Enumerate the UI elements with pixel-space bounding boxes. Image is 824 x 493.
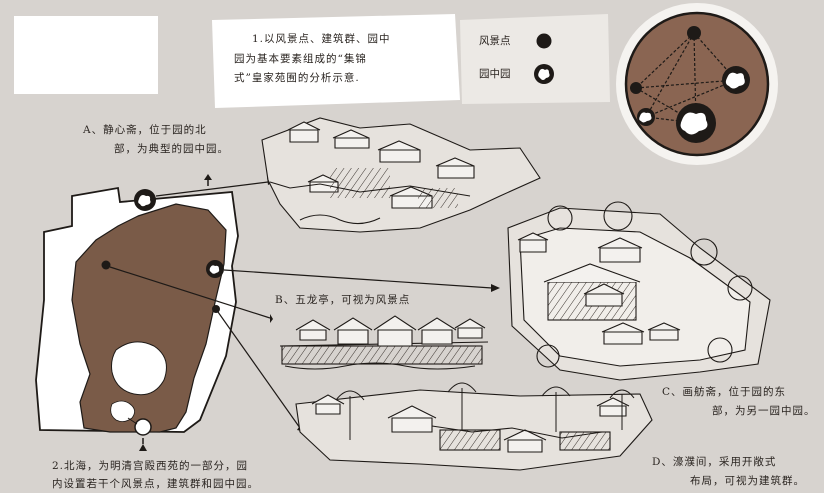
legend-scenic-point-label: 风景点 (479, 35, 511, 47)
footer-caption-line-1: 2.北海，为明清宫殿西苑的一部分，园 (52, 460, 249, 472)
header-caption-line-2: 园为基本要素组成的“集锦 (234, 53, 367, 65)
sketch-c-huafangzhai (507, 201, 771, 381)
annotation-b: B、五龙亭，可视为风景点 (275, 294, 411, 306)
footer-caption-line-2: 内设置若干个风景点，建筑群和园中园。 (52, 478, 259, 490)
beihai-site-plan (35, 174, 239, 451)
legend-paper (460, 14, 610, 104)
sketch-d-haopujian (295, 382, 653, 471)
legend-garden-label: 园中园 (479, 68, 511, 80)
annotation-c-line-2: 部，为另一园中园。 (712, 405, 816, 417)
caption-paper (212, 14, 460, 108)
leader-lines (109, 181, 493, 429)
annotation-d-line-1: D、濠濮间，采用开敞式 (652, 456, 777, 468)
analysis-circle-diagram (616, 3, 778, 165)
header-caption-line-1: 1.以风景点、建筑群、园中 (252, 33, 391, 45)
legend-garden-marker (534, 64, 554, 84)
sketch-b-wulongting (279, 315, 489, 370)
sketch-a-jingxinzhai (261, 117, 541, 233)
annotation-d-line-2: 布局，可视为建筑群。 (690, 475, 805, 487)
header-caption-line-3: 式”皇家苑囿的分析示意. (234, 72, 360, 84)
annotation-c-line-1: C、画舫斋，位于园的东 (662, 386, 787, 398)
annotation-a-line-2: 部，为典型的园中园。 (114, 143, 229, 155)
annotation-a-line-1: A、静心斋，位于园的北 (83, 124, 207, 136)
blank-white-box (14, 16, 158, 94)
legend-scenic-point-marker (536, 33, 552, 49)
